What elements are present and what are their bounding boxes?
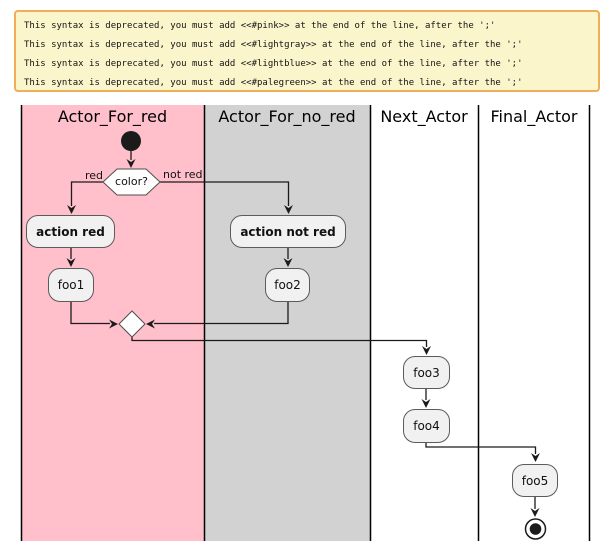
lane-title-final-actor: Final_Actor	[490, 107, 578, 126]
activity-foo2: foo2	[265, 268, 310, 302]
decision-condition-label: color?	[115, 175, 148, 188]
lane-next-actor	[370, 105, 478, 541]
activity-foo1: foo1	[48, 268, 94, 302]
activity-foo4: foo4	[403, 409, 450, 443]
branch-label-not-red: not red	[163, 168, 203, 181]
warning-message: This syntax is deprecated, you must add …	[24, 21, 496, 31]
warning-message: This syntax is deprecated, you must add …	[24, 59, 523, 69]
lane-title-actor-for-no-red: Actor_For_no_red	[218, 107, 356, 126]
activity-foo5: foo5	[512, 464, 558, 497]
branch-label-red: red	[84, 169, 103, 182]
lane-title-next-actor: Next_Actor	[380, 107, 468, 126]
warning-message: This syntax is deprecated, you must add …	[24, 78, 523, 88]
activity-foo3: foo3	[403, 356, 450, 389]
lane-title-actor-for-red: Actor_For_red	[57, 107, 168, 126]
activity-action-red: action red	[26, 215, 115, 248]
activity-action-not-red: action not red	[230, 215, 346, 248]
lane-actor-for-no-red	[204, 105, 370, 541]
deprecation-warning-box: This syntax is deprecated, you must add …	[14, 10, 600, 92]
warning-message: This syntax is deprecated, you must add …	[24, 40, 523, 50]
